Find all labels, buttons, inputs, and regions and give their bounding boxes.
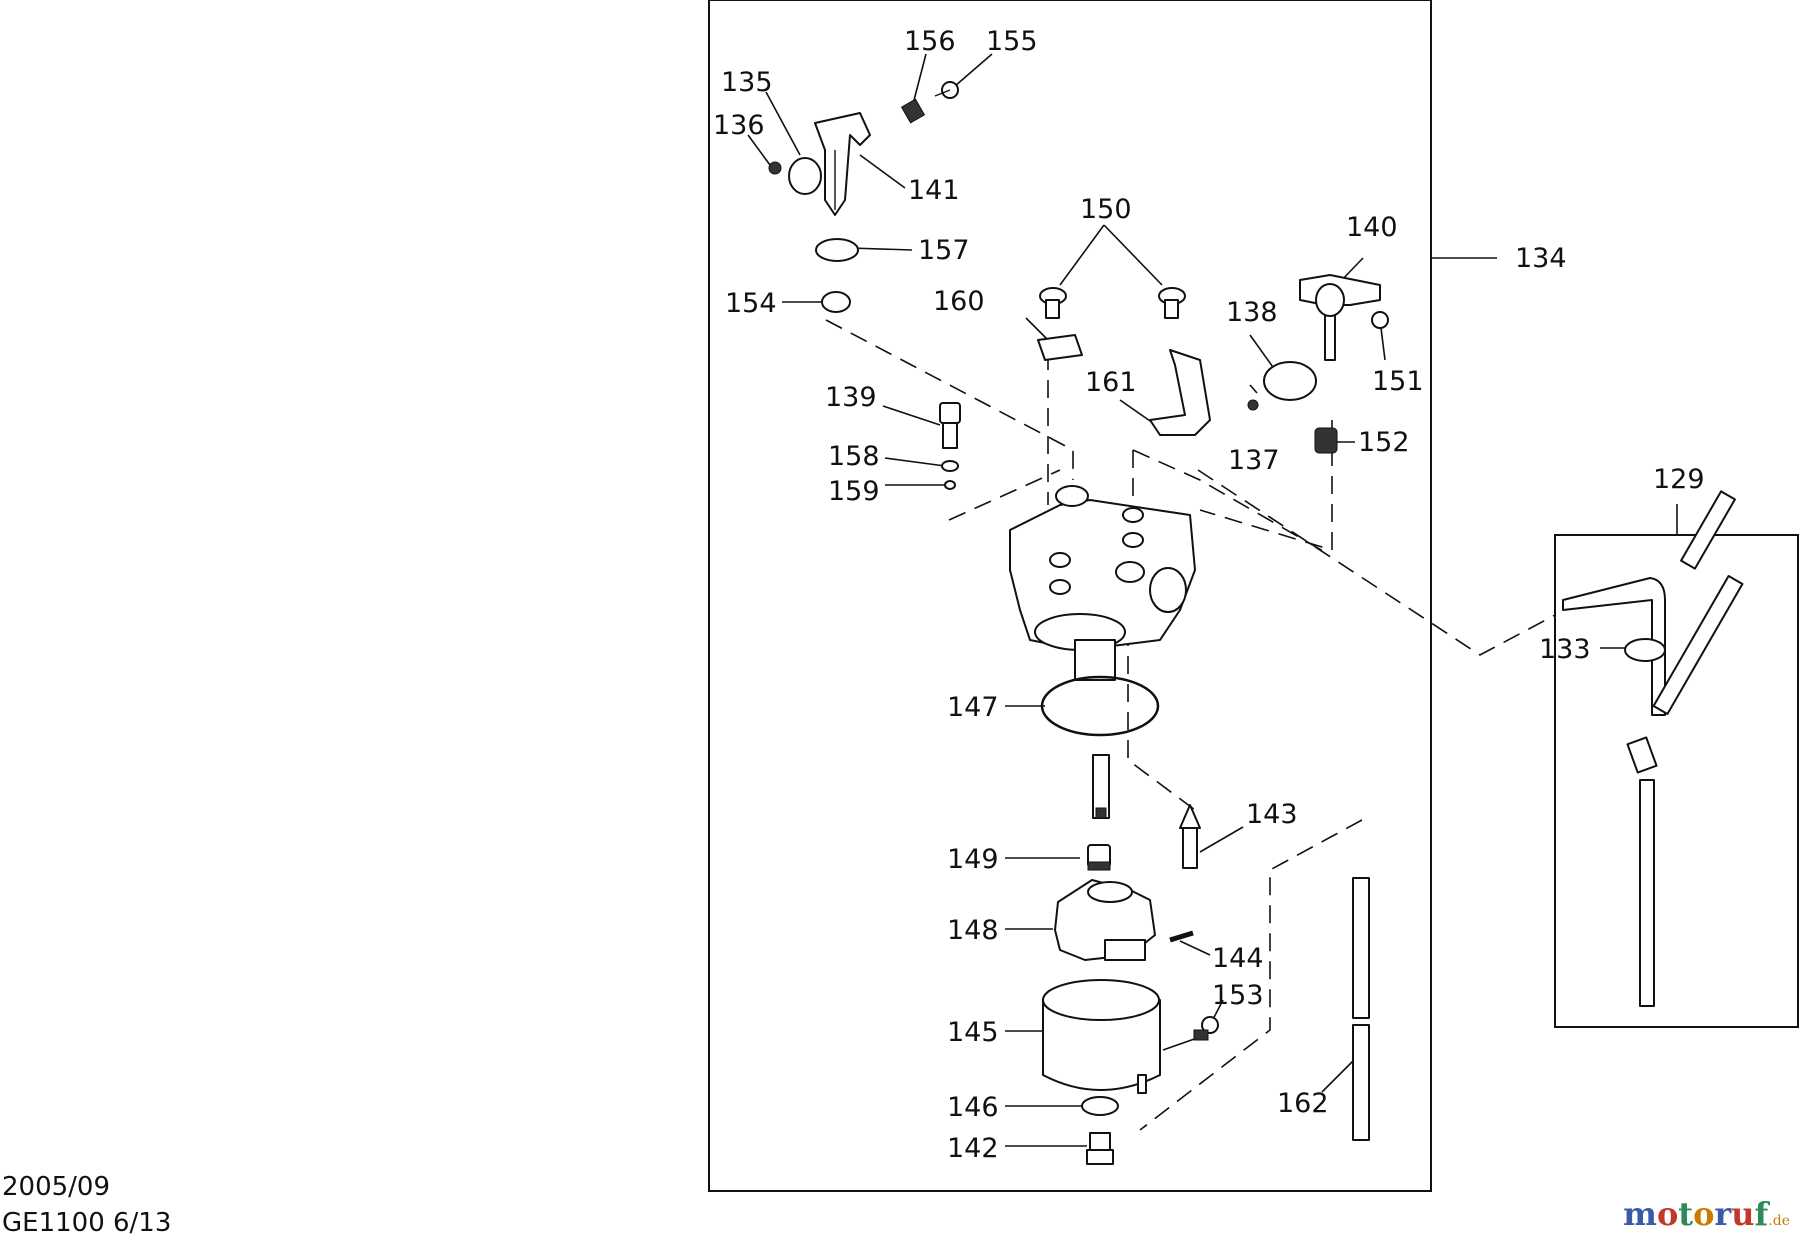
label-148: 148	[947, 915, 999, 946]
label-144: 144	[1212, 943, 1264, 974]
oring-159	[944, 480, 956, 490]
logo-letter: f	[1754, 1195, 1769, 1233]
washer-157	[815, 238, 859, 262]
pin-144	[1169, 930, 1194, 943]
logo-letter: o	[1693, 1195, 1715, 1233]
screw-151	[1371, 311, 1389, 329]
label-139: 139	[825, 382, 877, 413]
screw-150-right	[1158, 287, 1186, 319]
screw-153	[1193, 1016, 1219, 1041]
screw-139	[939, 402, 961, 449]
logo-wordmark: motoruf	[1623, 1195, 1768, 1233]
spring-156	[900, 98, 926, 124]
screw-136	[768, 161, 782, 175]
logo-letter: t	[1678, 1195, 1694, 1233]
label-161: 161	[1085, 367, 1137, 398]
logo-letter: m	[1623, 1195, 1657, 1233]
throttle-plate-138	[1263, 361, 1317, 401]
choke-plate-135	[788, 157, 822, 195]
label-155: 155	[986, 26, 1038, 57]
label-145: 145	[947, 1017, 999, 1048]
label-160: 160	[933, 286, 985, 317]
gasket-147	[1040, 675, 1160, 737]
needle-valve-143	[1179, 804, 1201, 869]
label-138: 138	[1226, 297, 1278, 328]
logo-suffix: .de	[1768, 1213, 1790, 1229]
screw-137	[1247, 399, 1259, 411]
part-labels: 156 155 135 136 141 157 154 150 140 134 …	[713, 26, 1705, 1164]
drain-tube-lower	[1352, 1024, 1370, 1141]
label-147: 147	[947, 692, 999, 723]
washer-146	[1081, 1096, 1119, 1116]
label-158: 158	[828, 441, 880, 472]
float-148	[1054, 879, 1156, 961]
label-159: 159	[828, 476, 880, 507]
choke-lever-141	[814, 112, 871, 216]
label-162: 162	[1277, 1088, 1329, 1119]
spring-152	[1314, 427, 1338, 454]
float-bowl-145	[1042, 979, 1161, 1094]
label-157: 157	[918, 235, 970, 266]
carburetor-body	[1009, 485, 1196, 681]
main-jet-emulsion-tube	[1092, 754, 1110, 819]
label-150: 150	[1080, 194, 1132, 225]
label-153: 153	[1212, 980, 1264, 1011]
fuel-line-kit	[1562, 490, 1744, 1007]
throttle-lever-140	[1299, 274, 1381, 361]
logo-letter: r	[1714, 1195, 1732, 1233]
footer-model-page: GE1100 6/13	[2, 1208, 172, 1238]
screw-155	[934, 81, 959, 99]
label-133: 133	[1539, 634, 1591, 665]
logo-letter: o	[1656, 1195, 1679, 1233]
label-154: 154	[725, 288, 777, 319]
motoruf-logo: motoruf.de	[1623, 1195, 1790, 1233]
footer-date: 2005/09	[2, 1172, 111, 1202]
label-134: 134	[1515, 243, 1567, 274]
label-129: 129	[1653, 464, 1705, 495]
bracket-161	[1149, 349, 1211, 436]
label-146: 146	[947, 1092, 999, 1123]
label-137: 137	[1228, 445, 1280, 476]
label-140: 140	[1346, 212, 1398, 243]
assembly-dash-lines	[825, 319, 1556, 1131]
drain-bolt-142	[1086, 1132, 1114, 1165]
jet-149	[1087, 844, 1111, 871]
label-151: 151	[1372, 366, 1424, 397]
oring-158	[941, 460, 959, 472]
drain-tube-upper	[1352, 877, 1370, 1019]
assembly-frame-129	[1554, 534, 1799, 1028]
screw-150-left	[1039, 287, 1067, 319]
label-156: 156	[904, 26, 956, 57]
label-136: 136	[713, 110, 765, 141]
seal-154	[821, 291, 851, 313]
label-142: 142	[947, 1133, 999, 1164]
label-135: 135	[721, 67, 773, 98]
label-141: 141	[908, 175, 960, 206]
label-149: 149	[947, 844, 999, 875]
plate-160	[1037, 334, 1083, 361]
label-152: 152	[1358, 427, 1410, 458]
assembly-frame-134	[708, 0, 1432, 1192]
logo-letter: u	[1731, 1195, 1755, 1233]
label-143: 143	[1246, 799, 1298, 830]
